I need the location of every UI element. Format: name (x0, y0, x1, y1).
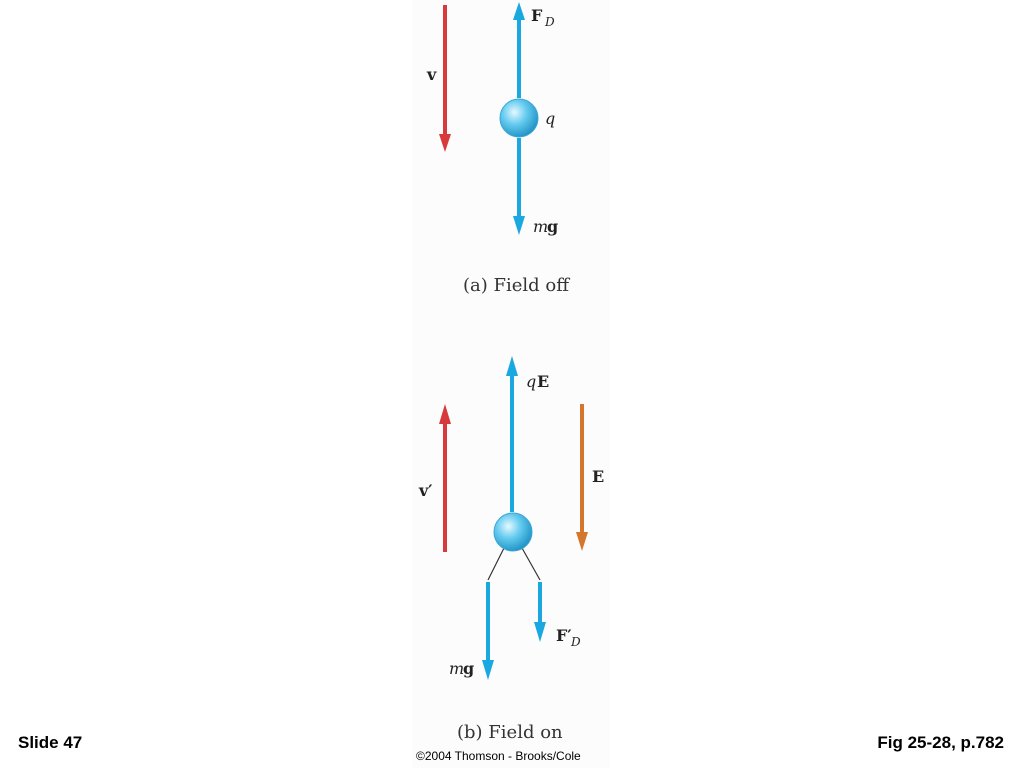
velocity-label-a: v (426, 65, 437, 84)
weight-label-m-a: m (533, 217, 548, 236)
velocity-arrow-a (439, 5, 451, 152)
electric-force-label-E: E (537, 372, 549, 391)
drag-force-subscript-b: D (570, 635, 581, 649)
slide-number: Slide 47 (18, 733, 83, 752)
drag-force-arrow-a (513, 2, 525, 98)
panel-b: q E v′ E m g (418, 356, 604, 743)
figure-reference: Fig 25-28, p.782 (877, 733, 1004, 752)
panel-a: v F D m g q (a) Field off (426, 2, 570, 296)
connector-line-left (487, 547, 505, 581)
weight-label-g-a: g (547, 217, 558, 236)
drag-force-label-a: F (531, 6, 543, 25)
charge-label-a: q (545, 109, 555, 128)
field-label-b: E (592, 467, 604, 486)
caption-a: (a) Field off (463, 275, 570, 296)
copyright-notice: ©2004 Thomson - Brooks/Cole (416, 749, 581, 763)
drag-force-subscript-a: D (544, 15, 555, 29)
charged-drop-b (493, 512, 533, 552)
charged-drop-a (499, 98, 539, 138)
drag-force-arrow-b (534, 582, 546, 642)
velocity-arrow-b (439, 404, 451, 552)
caption-b: (b) Field on (457, 722, 563, 743)
electric-force-arrow-b (506, 356, 518, 512)
field-arrow-b (576, 404, 588, 551)
drag-force-label-b: F′ (556, 626, 572, 645)
velocity-label-b: v′ (418, 481, 433, 500)
electric-force-label-q: q (526, 372, 536, 391)
weight-arrow-b (482, 582, 494, 680)
weight-label-m-b: m (449, 659, 464, 678)
weight-arrow-a (513, 138, 525, 235)
connector-line-right (521, 547, 541, 581)
weight-label-g-b: g (463, 659, 474, 678)
